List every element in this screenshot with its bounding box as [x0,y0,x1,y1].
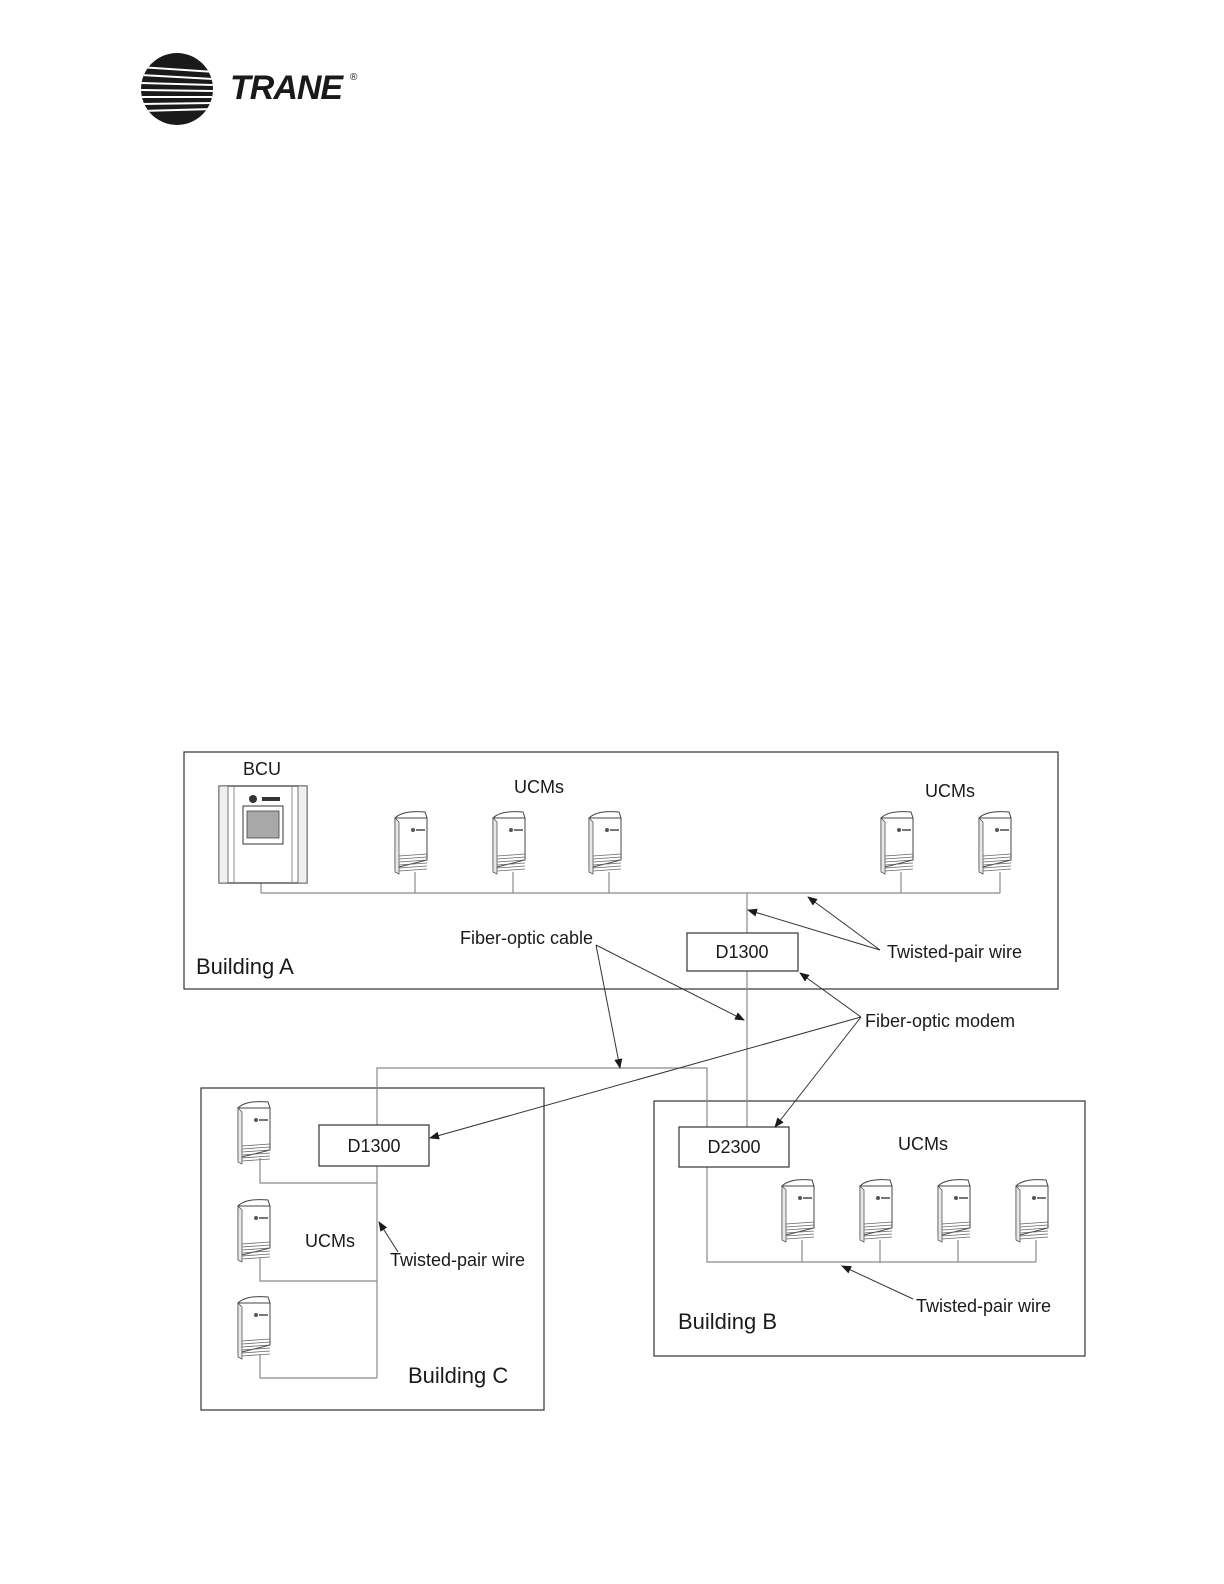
ucms-b-label: UCMs [898,1134,948,1154]
ucms-a-right-label: UCMs [925,781,975,801]
d2300-b-label: D2300 [707,1137,760,1157]
twisted-pair-a-label: Twisted-pair wire [887,942,1022,962]
twisted-pair-b-label: Twisted-pair wire [916,1296,1051,1316]
bcu-label: BCU [243,759,281,779]
ucm-devices-building-c [238,1102,270,1359]
fiber-optic-cable-label: Fiber-optic cable [460,928,593,948]
ucms-a-left-label: UCMs [514,777,564,797]
building-b-label: Building B [678,1309,777,1334]
bcu-device [219,786,307,883]
building-c-label: Building C [408,1363,508,1388]
building-a-label: Building A [196,954,294,979]
d1300-c-label: D1300 [347,1136,400,1156]
fiber-optic-modem-label: Fiber-optic modem [865,1011,1015,1031]
d1300-a-label: D1300 [715,942,768,962]
ucms-c-label: UCMs [305,1231,355,1251]
twisted-pair-c-label: Twisted-pair wire [390,1250,525,1270]
